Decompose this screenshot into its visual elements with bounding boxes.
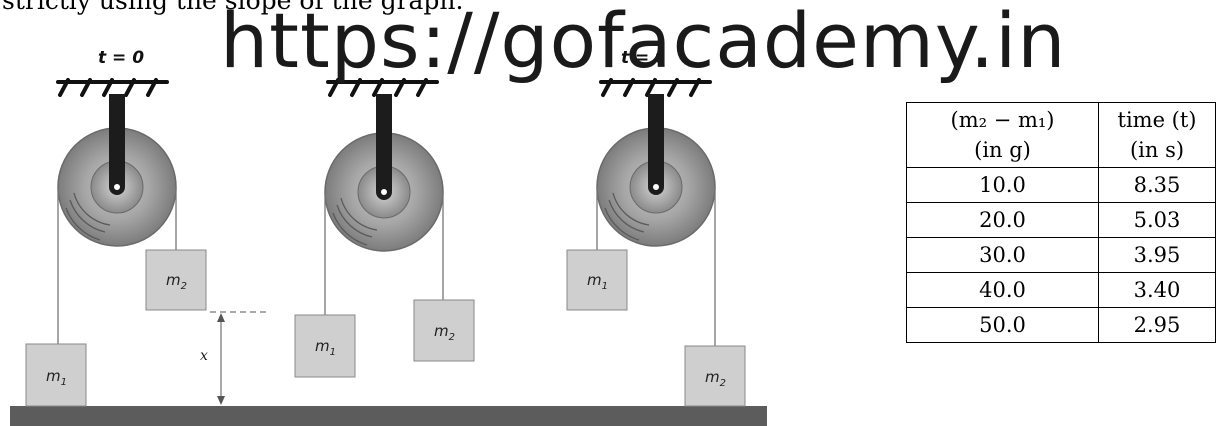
svg-text:m2: m2 xyxy=(166,271,187,292)
data-table: (m₂ − m₁) (in g) time (t) (in s) 10.0 8.… xyxy=(906,102,1216,343)
hanger-rod xyxy=(648,94,664,186)
block-m1 xyxy=(566,249,628,311)
svg-text:m1: m1 xyxy=(315,337,336,358)
block-m1 xyxy=(25,343,87,407)
cell-mass-difference: 40.0 xyxy=(906,272,1099,308)
cell-time: 3.40 xyxy=(1098,272,1216,308)
distance-marker: x xyxy=(200,311,270,405)
ceiling-mount-icon xyxy=(599,78,712,97)
ceiling-mount-icon xyxy=(56,78,169,97)
hanger-rod xyxy=(376,94,392,191)
panel-label-t: t = t xyxy=(621,48,664,68)
cell-time: 8.35 xyxy=(1098,167,1216,203)
svg-text:m2: m2 xyxy=(705,368,726,389)
caption-text: strictly using the slope of the graph. xyxy=(2,0,464,15)
table-row: 30.0 3.95 xyxy=(906,237,1216,273)
cell-time: 5.03 xyxy=(1098,202,1216,238)
cell-mass-difference: 20.0 xyxy=(906,202,1099,238)
svg-text:m1: m1 xyxy=(587,271,608,292)
block-m2 xyxy=(684,345,746,407)
panel-t0: t = 0 m2 m1 xyxy=(25,48,270,407)
panel-label-t0: t = 0 xyxy=(98,48,144,68)
column-header-time: time (t) (in s) xyxy=(1098,102,1216,168)
table-row: 40.0 3.40 xyxy=(906,272,1216,308)
cell-mass-difference: 30.0 xyxy=(906,237,1099,273)
cell-mass-difference: 50.0 xyxy=(906,307,1099,343)
panel-middle: m1 m2 xyxy=(294,78,475,378)
floor xyxy=(10,406,767,426)
block-m2 xyxy=(413,299,475,362)
svg-text:m2: m2 xyxy=(434,322,455,343)
watermark-text: https://gofacademy.in xyxy=(220,0,1067,85)
cell-mass-difference: 10.0 xyxy=(906,167,1099,203)
block-m1 xyxy=(294,314,356,378)
table-row: 50.0 2.95 xyxy=(906,307,1216,343)
hanger-rod xyxy=(109,94,125,186)
table-row: 20.0 5.03 xyxy=(906,202,1216,238)
svg-text:m1: m1 xyxy=(46,367,67,388)
ceiling-mount-icon xyxy=(326,78,439,97)
distance-label-x: x xyxy=(200,348,208,364)
table-header-row: (m₂ − m₁) (in g) time (t) (in s) xyxy=(906,102,1216,168)
atwood-machine-diagram: t = 0 m2 m1 xyxy=(10,48,767,426)
block-m2 xyxy=(145,249,207,311)
column-header-mass-difference: (m₂ − m₁) (in g) xyxy=(906,102,1099,168)
cell-time: 3.95 xyxy=(1098,237,1216,273)
cell-time: 2.95 xyxy=(1098,307,1216,343)
panel-t: t = t m1 m2 xyxy=(566,48,746,407)
table-row: 10.0 8.35 xyxy=(906,167,1216,203)
